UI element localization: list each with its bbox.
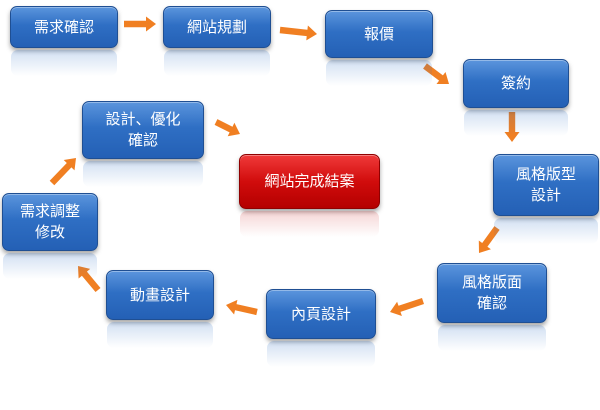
- node-optimize-confirm: 設計、優化 確認: [82, 101, 204, 187]
- node-project-complete: 網站完成結案: [239, 154, 380, 237]
- flow-arrow-10: [214, 119, 240, 137]
- node-inner-page-design: 內頁設計: [266, 289, 376, 367]
- node-revision: 需求調整 修改: [2, 193, 98, 279]
- node-contract-signing: 簽約: [463, 59, 569, 136]
- node-animation-design: 動畫設計: [106, 270, 214, 348]
- node-requirement-confirm: 需求確認: [10, 6, 118, 76]
- node-style-confirm: 風格版面 確認: [437, 263, 547, 351]
- flow-arrow-5: [478, 226, 500, 253]
- node-site-planning: 網站規劃: [163, 6, 271, 76]
- flow-arrow-6: [390, 298, 424, 316]
- flow-arrow-1: [124, 16, 156, 32]
- flow-arrow-8: [78, 266, 101, 292]
- flow-arrow-7: [226, 299, 258, 316]
- node-style-design: 風格版型 設計: [493, 154, 599, 244]
- node-quotation: 報價: [325, 10, 433, 86]
- flow-arrow-4: [504, 112, 520, 142]
- flow-arrow-2: [279, 25, 317, 41]
- flow-arrow-3: [423, 63, 449, 84]
- flow-arrow-9: [49, 158, 76, 186]
